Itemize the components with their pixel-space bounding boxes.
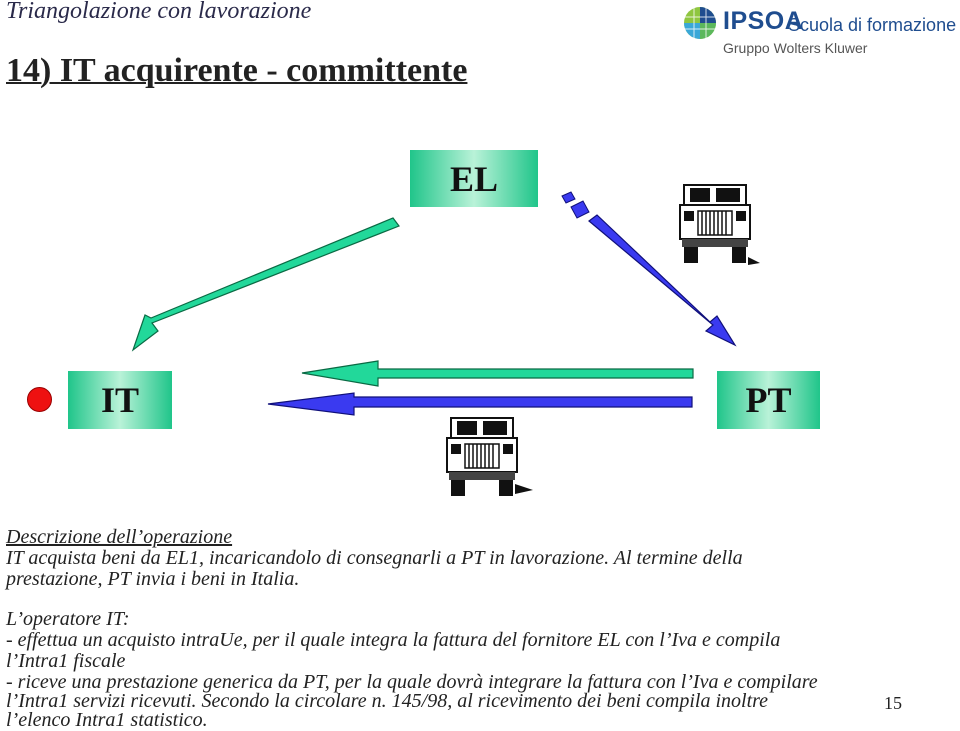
truck-icon xyxy=(679,184,760,265)
truck-icon xyxy=(446,417,533,496)
green-arrow-pt-to-it xyxy=(301,360,694,387)
obligations-line: l’elenco Intra1 statistico. xyxy=(6,709,208,731)
logo-school: Scuola di formazione xyxy=(788,15,957,35)
node-el: EL xyxy=(410,150,538,207)
slide-title: 14) IT acquirente - committente xyxy=(6,52,468,89)
blue-arrow-el-to-pt xyxy=(561,191,737,347)
node-it: IT xyxy=(68,371,172,429)
page-number: 15 xyxy=(884,693,902,713)
description-heading: Descrizione dell’operazione xyxy=(6,526,233,548)
obligations-line: - riceve una prestazione generica da PT,… xyxy=(6,671,818,693)
section-title: Triangolazione con lavorazione xyxy=(6,0,312,24)
green-arrow-el-to-it xyxy=(131,217,400,352)
red-marker-dot xyxy=(27,387,52,412)
obligations-line: - effettua un acquisto intraUe, per il q… xyxy=(6,629,781,651)
ipsoa-globe-icon xyxy=(684,7,716,39)
description-line: prestazione, PT invia i beni in Italia. xyxy=(6,568,300,590)
obligations-heading: L’operatore IT: xyxy=(6,608,130,630)
logo-brand: IPSOA xyxy=(723,7,804,35)
logo-group: Gruppo Wolters Kluwer xyxy=(723,40,868,56)
description-line: IT acquista beni da EL1, incaricandolo d… xyxy=(6,547,743,569)
ipsoa-logo: IPSOA Scuola di formazione Gruppo Wolter… xyxy=(683,4,958,62)
node-pt: PT xyxy=(717,371,820,429)
obligations-line: l’Intra1 servizi ricevuti. Secondo la ci… xyxy=(6,690,769,712)
blue-arrow-pt-to-it xyxy=(267,392,693,416)
obligations-line: l’Intra1 fiscale xyxy=(6,650,126,672)
